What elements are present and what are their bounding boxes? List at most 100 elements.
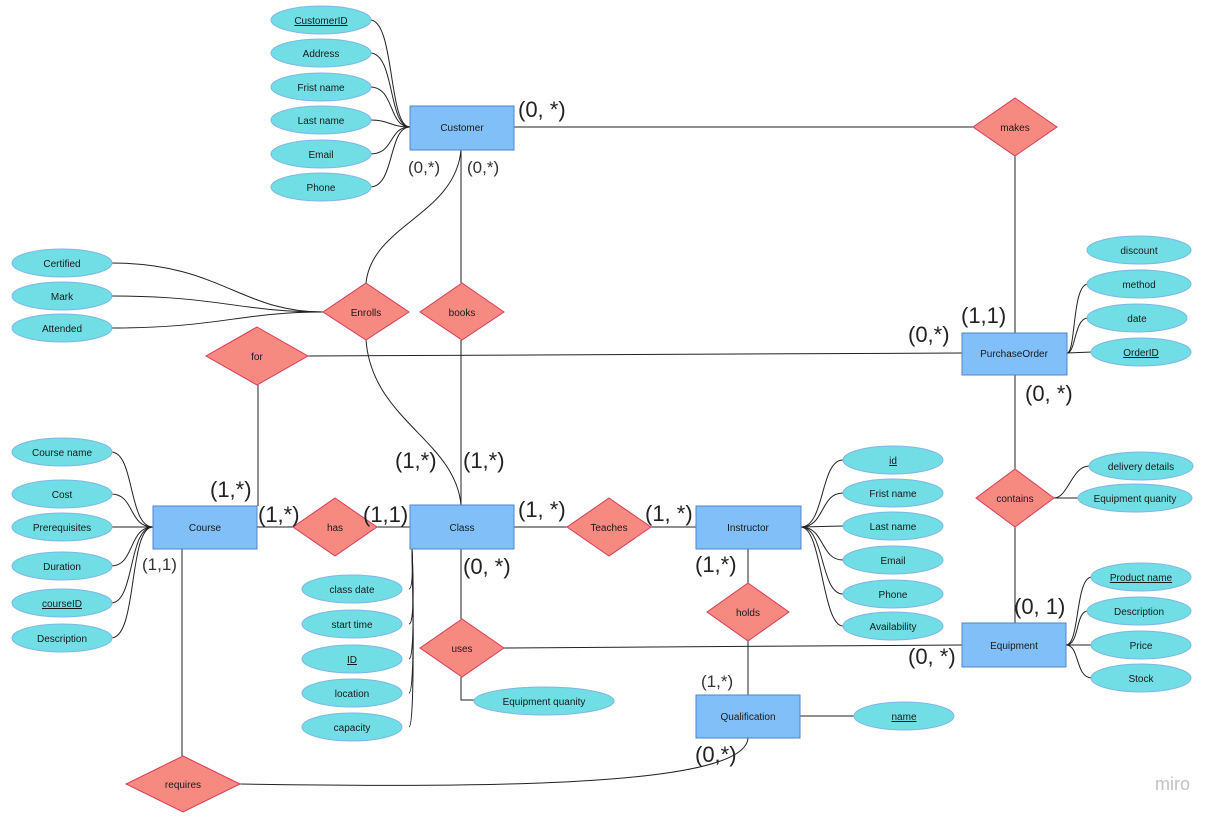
attribute-label: Last name: [298, 116, 345, 127]
connector-equipment-productname: [1065, 576, 1093, 646]
attribute-uses-quantity[interactable]: Equipment quanity: [473, 686, 615, 716]
connector-class-capacity: [408, 548, 414, 728]
attribute-customer-address[interactable]: Address: [270, 38, 372, 68]
connector-customer-lastname: [369, 119, 411, 128]
attribute-customer-email[interactable]: Email: [270, 139, 372, 169]
attribute-customer-phone[interactable]: Phone: [270, 172, 372, 202]
connector-customer-firstname: [369, 86, 411, 128]
entity-customer[interactable]: Customer: [409, 105, 515, 151]
cardinalities: (0, *) (0,*) (0,*) (1,1) (0,*) (0, *) (1…: [142, 97, 1073, 767]
attribute-label: capacity: [334, 723, 371, 734]
attribute-label: start time: [331, 620, 373, 631]
attribute-label: Frist name: [297, 83, 345, 94]
attribute-label: Address: [303, 49, 340, 60]
attribute-customer-firstname[interactable]: Frist name: [270, 72, 372, 102]
cardinality-class-enrolls: (1,*): [395, 448, 437, 473]
relationship-for[interactable]: for: [204, 326, 310, 386]
attribute-customer-customerid[interactable]: CustomerID: [270, 5, 372, 35]
connector-contains-delivery: [1053, 465, 1090, 499]
entity-purchase-order[interactable]: PurchaseOrder: [961, 332, 1068, 376]
attribute-po-date[interactable]: date: [1086, 303, 1188, 333]
attribute-label: delivery details: [1108, 462, 1174, 473]
connector-customer-email: [369, 126, 411, 155]
attribute-contains-quantity[interactable]: Equipment quanity: [1077, 483, 1193, 513]
entity-class[interactable]: Class: [409, 504, 515, 550]
relationship-books-label: books: [449, 308, 476, 319]
attribute-class-id[interactable]: ID: [301, 644, 403, 674]
attribute-course-prerequisites[interactable]: Prerequisites: [11, 512, 113, 542]
cardinality-course-requires: (1,1): [142, 555, 177, 574]
attribute-label: Email: [880, 556, 905, 567]
relationship-holds-label: holds: [736, 608, 760, 619]
entity-purchase-order-label: PurchaseOrder: [980, 349, 1048, 360]
attribute-po-orderid[interactable]: OrderID: [1090, 337, 1192, 367]
attribute-po-method[interactable]: method: [1086, 269, 1192, 299]
relationship-has-label: has: [327, 523, 343, 534]
relationship-has[interactable]: has: [292, 497, 378, 557]
connector-requires-qualification: [239, 737, 749, 786]
cardinality-po-contains: (0, *): [1025, 381, 1073, 406]
attribute-label: Certified: [43, 259, 80, 270]
relationship-teaches-label: Teaches: [590, 523, 627, 534]
relationship-uses[interactable]: uses: [419, 618, 505, 678]
attribute-enrolls-mark[interactable]: Mark: [11, 281, 113, 311]
attribute-enrolls-certified[interactable]: Certified: [11, 248, 113, 278]
connector-uses-quantity: [460, 677, 475, 701]
attribute-class-date[interactable]: class date: [301, 574, 403, 604]
attribute-equipment-stock[interactable]: Stock: [1090, 663, 1192, 693]
attribute-label: Availability: [869, 622, 916, 633]
attribute-class-capacity[interactable]: capacity: [301, 712, 403, 742]
attribute-enrolls-attended[interactable]: Attended: [11, 313, 113, 343]
attribute-label: Course name: [32, 448, 92, 459]
entity-instructor[interactable]: Instructor: [695, 505, 802, 550]
attribute-course-courseid[interactable]: courseID: [11, 588, 113, 618]
entity-equipment[interactable]: Equipment: [961, 622, 1067, 668]
connector-customer-enrolls: [365, 149, 462, 284]
attribute-instructor-firstname[interactable]: Frist name: [842, 478, 944, 508]
attribute-equipment-productname[interactable]: Product name: [1090, 562, 1192, 592]
attribute-instructor-lastname[interactable]: Last name: [842, 511, 944, 541]
attribute-equipment-description[interactable]: Description: [1086, 596, 1192, 626]
attribute-qualification-name[interactable]: name: [853, 701, 955, 731]
attribute-instructor-phone[interactable]: Phone: [842, 579, 944, 609]
attribute-label: courseID: [42, 599, 82, 610]
relationship-contains[interactable]: contains: [975, 468, 1055, 528]
cardinality-po-makes: (1,1): [961, 303, 1006, 328]
connector-po-method: [1066, 283, 1089, 354]
attribute-course-description[interactable]: Description: [11, 623, 113, 653]
attribute-course-name[interactable]: Course name: [11, 437, 113, 467]
attribute-label: Email: [308, 150, 333, 161]
relationship-contains-label: contains: [996, 494, 1033, 505]
cardinality-customer-makes: (0, *): [518, 97, 566, 122]
attribute-label: name: [891, 712, 916, 723]
attribute-customer-lastname[interactable]: Last name: [270, 105, 372, 135]
attribute-label: ID: [347, 655, 357, 666]
attribute-po-discount[interactable]: discount: [1086, 235, 1192, 265]
relationship-books[interactable]: books: [419, 282, 505, 341]
entity-course[interactable]: Course: [152, 505, 258, 550]
connector-for-purchaseorder: [307, 352, 963, 357]
relationship-makes[interactable]: makes: [972, 97, 1058, 157]
attribute-instructor-id[interactable]: id: [842, 445, 944, 475]
relationship-requires[interactable]: requires: [124, 755, 242, 813]
relationship-enrolls[interactable]: Enrolls: [322, 282, 410, 341]
attribute-label: Equipment quanity: [1094, 494, 1177, 505]
relationship-teaches[interactable]: Teaches: [566, 497, 652, 557]
attribute-class-location[interactable]: location: [301, 678, 403, 708]
attribute-class-starttime[interactable]: start time: [301, 609, 403, 639]
attribute-contains-delivery[interactable]: delivery details: [1088, 451, 1194, 481]
attribute-instructor-email[interactable]: Email: [842, 545, 944, 575]
connector-course-description: [110, 526, 154, 639]
connector-course-cost: [110, 493, 154, 528]
cardinality-customer-books: (0,*): [467, 158, 499, 177]
attribute-equipment-price[interactable]: Price: [1090, 630, 1192, 660]
attribute-instructor-availability[interactable]: Availability: [842, 611, 944, 641]
attribute-course-duration[interactable]: Duration: [11, 551, 113, 581]
entity-qualification[interactable]: Qualification: [695, 694, 801, 739]
entities: Customer PurchaseOrder Course Class Inst…: [152, 105, 1068, 739]
relationship-holds[interactable]: holds: [706, 582, 790, 642]
cardinality-course-for: (1,*): [210, 477, 252, 502]
connector-equipment-description: [1065, 610, 1089, 646]
attribute-course-cost[interactable]: Cost: [11, 479, 113, 509]
